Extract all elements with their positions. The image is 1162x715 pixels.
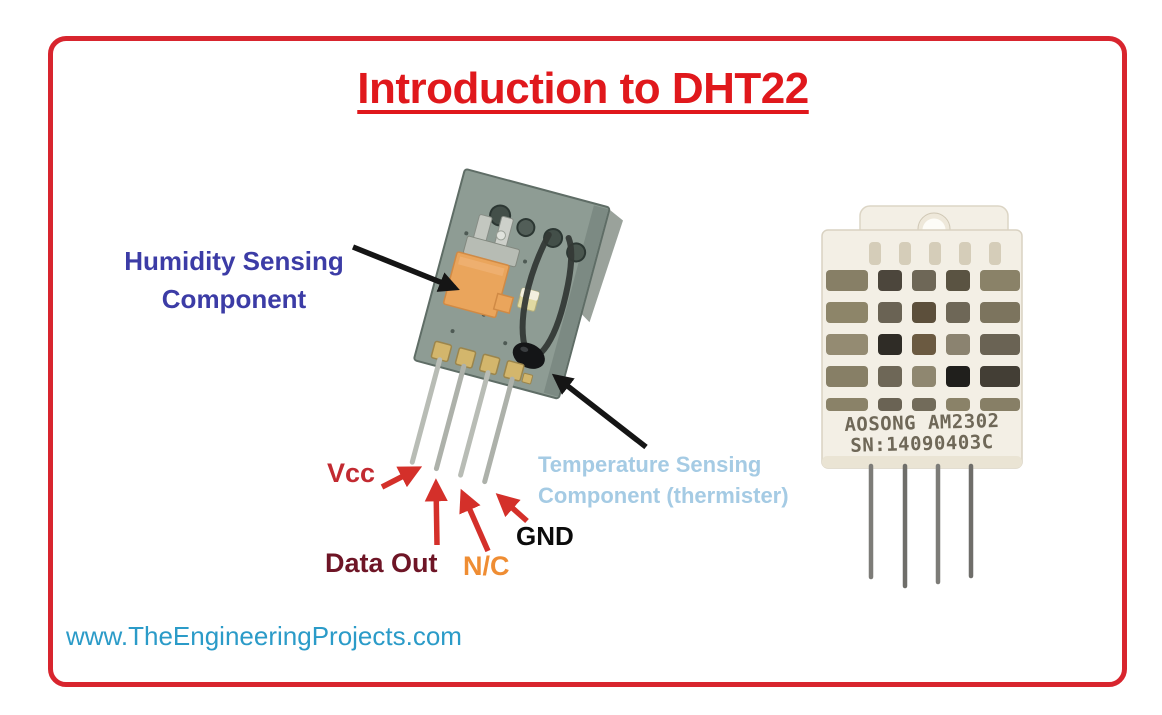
dht22-pcb-photo: [409, 168, 624, 485]
temperature-arrow: [551, 373, 648, 450]
page-title: Introduction to DHT22: [357, 64, 809, 113]
data-out-pin-label: Data Out: [325, 548, 438, 578]
humidity-sensing-component: [443, 251, 515, 319]
thermistor: [512, 231, 575, 369]
pcb-right-shade: [543, 205, 609, 397]
metal-clip: [463, 214, 520, 268]
sensor-vent-grid: [826, 270, 1020, 411]
humidity-arrow: [351, 244, 460, 292]
sensor-bottom-lip: [822, 456, 1022, 468]
humidity-label: Humidity Sensing Component: [124, 246, 344, 314]
dht22-sensor-photo: [821, 205, 1023, 589]
data-out-arrow: [424, 478, 448, 546]
annotation-arrows: [351, 244, 648, 553]
vcc-pin-label: Vcc: [327, 458, 376, 488]
nc-arrow: [459, 488, 491, 553]
temperature-label: Temperature Sensing Component (thermiste…: [538, 452, 789, 508]
vcc-arrow: [380, 466, 423, 490]
website-text: www.TheEngineeringProjects.com: [66, 621, 462, 651]
gnd-arrow: [495, 493, 529, 524]
gnd-pin-label: GND: [516, 521, 574, 551]
pcb-solder-pads: [430, 340, 534, 385]
pcb-pins: [409, 357, 515, 485]
sensor-pins: [868, 463, 974, 589]
pcb-side-shadow: [581, 209, 624, 323]
nc-pin-label: N/C: [463, 551, 510, 581]
sensor-top-slots: [869, 242, 1001, 265]
